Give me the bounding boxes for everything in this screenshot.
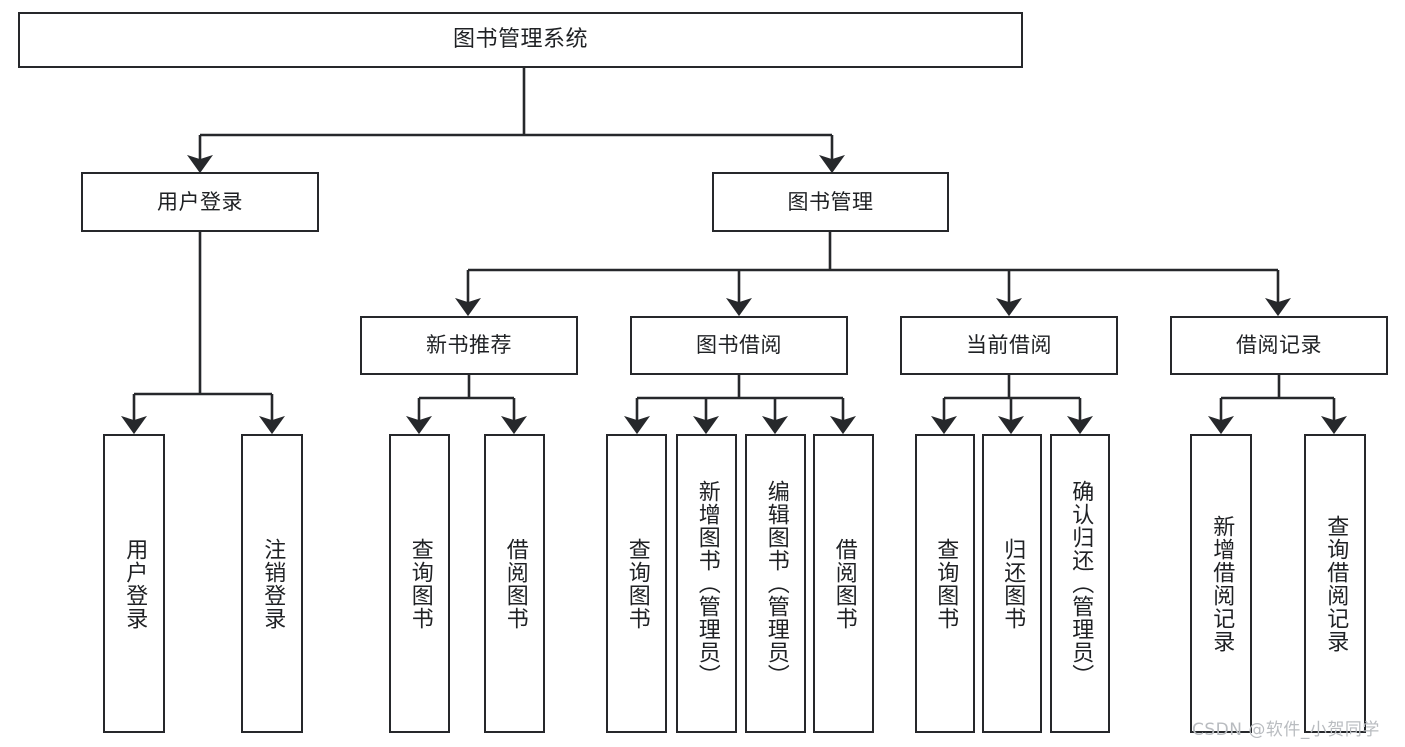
leaf-confirm-return-admin[interactable]: 确认归还（管理员） <box>1050 434 1110 733</box>
node-label: 确认归还（管理员） <box>1068 480 1094 687</box>
node-label: 归还图书 <box>1000 537 1026 630</box>
node-label: 图书管理 <box>787 189 874 214</box>
leaf-query-book-borrow[interactable]: 查询图书 <box>606 434 667 733</box>
node-label: 查询图书 <box>933 537 959 630</box>
csdn-watermark: CSDN @软件_小贺同学 <box>1192 720 1380 740</box>
node-label: 查询借阅记录 <box>1323 514 1349 653</box>
node-label: 借阅记录 <box>1236 333 1322 358</box>
node-root-system[interactable]: 图书管理系统 <box>18 12 1023 68</box>
node-current-borrow[interactable]: 当前借阅 <box>900 316 1118 375</box>
node-book-borrow[interactable]: 图书借阅 <box>630 316 848 375</box>
node-label: 新增借阅记录 <box>1209 514 1235 653</box>
leaf-borrow-book-recommend[interactable]: 借阅图书 <box>484 434 545 733</box>
leaf-edit-book-admin[interactable]: 编辑图书（管理员） <box>745 434 806 733</box>
node-label: 用户登录 <box>122 537 148 630</box>
leaf-user-logout[interactable]: 注销登录 <box>241 434 303 733</box>
leaf-add-book-admin[interactable]: 新增图书（管理员） <box>676 434 737 733</box>
leaf-add-borrow-record[interactable]: 新增借阅记录 <box>1190 434 1252 733</box>
node-label: 查询图书 <box>624 537 650 630</box>
node-label: 借阅图书 <box>831 537 857 630</box>
node-label: 用户登录 <box>157 189 243 214</box>
node-user-login[interactable]: 用户登录 <box>81 172 319 232</box>
node-label: 图书管理系统 <box>452 27 588 53</box>
node-label: 编辑图书（管理员） <box>763 480 789 687</box>
leaf-query-book-current[interactable]: 查询图书 <box>915 434 975 733</box>
leaf-return-book[interactable]: 归还图书 <box>982 434 1042 733</box>
leaf-borrow-book[interactable]: 借阅图书 <box>813 434 874 733</box>
node-new-book-recommend[interactable]: 新书推荐 <box>360 316 578 375</box>
node-label: 借阅图书 <box>502 537 528 630</box>
node-label: 新增图书（管理员） <box>694 480 720 687</box>
node-label: 图书借阅 <box>696 333 782 358</box>
node-label: 当前借阅 <box>966 333 1052 358</box>
node-label: 新书推荐 <box>426 333 512 358</box>
leaf-query-book-recommend[interactable]: 查询图书 <box>389 434 450 733</box>
leaf-user-login[interactable]: 用户登录 <box>103 434 165 733</box>
node-label: 注销登录 <box>260 537 286 630</box>
node-book-manage[interactable]: 图书管理 <box>712 172 949 232</box>
leaf-query-borrow-record[interactable]: 查询借阅记录 <box>1304 434 1366 733</box>
node-label: 查询图书 <box>407 537 433 630</box>
node-borrow-record[interactable]: 借阅记录 <box>1170 316 1388 375</box>
